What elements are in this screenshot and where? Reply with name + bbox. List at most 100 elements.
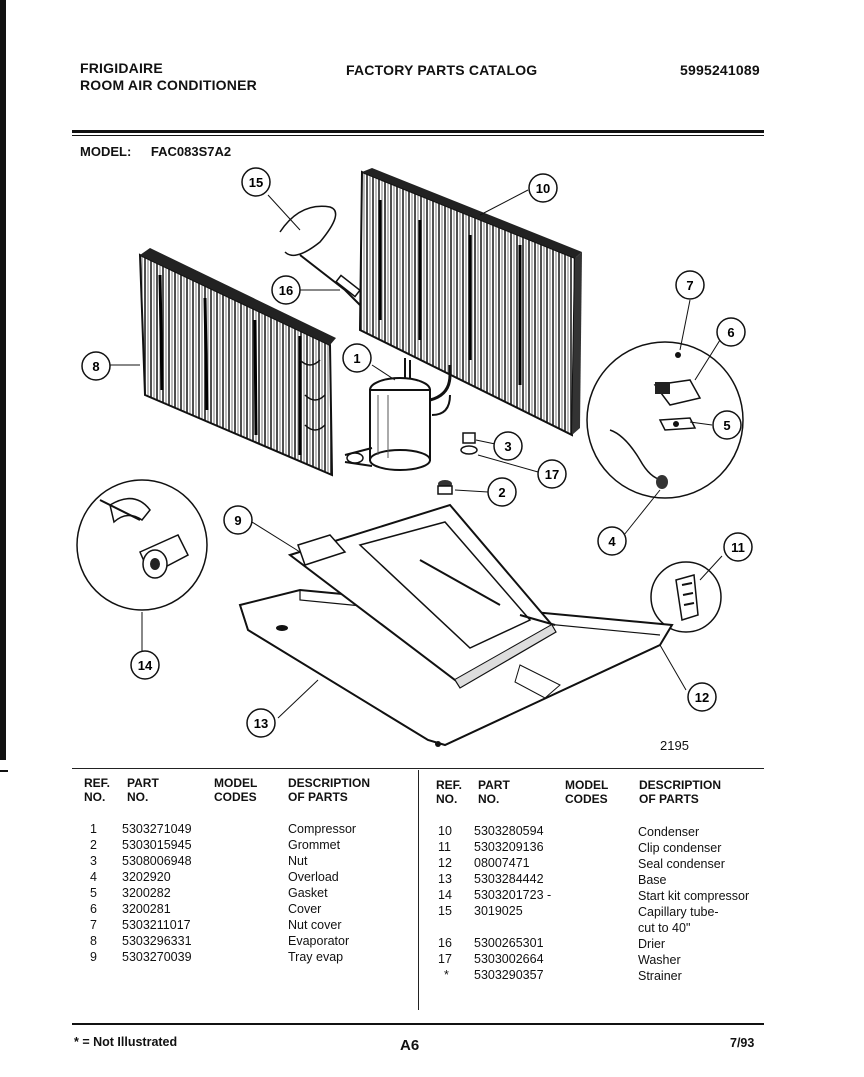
- callout-11-label: 11: [731, 540, 745, 555]
- left-part-8: 5303296331: [122, 934, 192, 948]
- right-desc-1: Condenser: [638, 825, 700, 839]
- callout-14-label: 14: [138, 658, 153, 673]
- header-part: PART NO.: [127, 776, 159, 804]
- right-desc-8: Washer: [638, 953, 681, 967]
- callout-16: 16: [271, 275, 301, 305]
- callout-4: 4: [597, 526, 627, 556]
- left-desc-1: Compressor: [288, 822, 357, 836]
- callout-1-label: 1: [353, 351, 360, 366]
- left-desc-5: Gasket: [288, 886, 328, 900]
- header-desc-line2: OF PARTS: [288, 790, 348, 804]
- header-part-right: PART NO.: [478, 778, 510, 806]
- right-ref-4: 13: [438, 872, 452, 886]
- product-type: ROOM AIR CONDITIONER: [80, 77, 257, 93]
- right-part-6: 3019025: [474, 904, 523, 918]
- callout-2: 2: [487, 477, 517, 507]
- right-ref-6: 15: [438, 904, 452, 918]
- left-ref-5: 5: [90, 886, 97, 900]
- right-part-3: 08007471: [474, 856, 530, 870]
- left-part-4: 3202920: [122, 870, 171, 884]
- header-desc-right-line1: DESCRIPTION: [639, 778, 722, 792]
- figure-number: 2195: [660, 738, 689, 753]
- right-part-7: 5300265301: [474, 936, 544, 950]
- callout-17: 17: [537, 459, 567, 489]
- brand-name: FRIGIDAIRE: [80, 60, 163, 76]
- condenser-coil: [358, 168, 582, 437]
- callout-10: 10: [528, 173, 558, 203]
- document-number: 5995241089: [680, 62, 760, 78]
- callout-15-label: 15: [249, 175, 263, 190]
- header-ref-right-line2: NO.: [436, 792, 458, 806]
- header-model: MODEL CODES: [214, 776, 257, 804]
- left-part-3: 5308006948: [122, 854, 192, 868]
- header-part-right-line1: PART: [478, 778, 510, 792]
- callout-4-label: 4: [608, 534, 616, 549]
- right-desc-6-cont: cut to 40": [638, 921, 691, 935]
- header-ref-right-line1: REF.: [436, 778, 463, 792]
- brand-block: FRIGIDAIRE ROOM AIR CONDITIONER: [80, 60, 257, 94]
- header-part-line2: NO.: [127, 790, 149, 804]
- left-ref-1: 1: [90, 822, 97, 836]
- right-desc-2: Clip condenser: [638, 841, 722, 855]
- header-ref-line2: NO.: [84, 790, 106, 804]
- callout-1: 1: [342, 343, 372, 373]
- start-kit-detail: [76, 479, 208, 611]
- right-ref-7: 16: [438, 936, 452, 950]
- header-description-right: DESCRIPTION OF PARTS: [639, 778, 721, 806]
- callout-11: 11: [723, 532, 753, 562]
- callout-8-label: 8: [92, 359, 99, 374]
- model-line: MODEL: FAC083S7A2: [80, 144, 247, 159]
- revision-date: 7/93: [730, 1036, 755, 1050]
- left-ref-7: 7: [90, 918, 97, 932]
- left-ref-6: 6: [90, 902, 97, 916]
- left-desc-8: Evaporator: [288, 934, 350, 948]
- header-rule: [72, 130, 764, 133]
- capillary-tube-and-drier: [279, 205, 361, 306]
- callout-6-label: 6: [727, 325, 734, 340]
- callout-7: 7: [675, 270, 705, 300]
- callout-7-label: 7: [686, 278, 693, 293]
- header-rule-thin: [72, 135, 764, 136]
- left-part-9: 5303270039: [122, 950, 192, 964]
- header-part-line1: PART: [127, 776, 159, 790]
- left-part-7: 5303211017: [122, 918, 191, 932]
- right-desc-3: Seal condenser: [638, 857, 725, 871]
- left-desc-9: Tray evap: [288, 950, 344, 964]
- overload-detail: [586, 341, 744, 499]
- callout-16-label: 16: [279, 283, 293, 298]
- footer-rule: [72, 1023, 764, 1025]
- callout-17-label: 17: [545, 467, 559, 482]
- scan-mark: [0, 770, 8, 772]
- right-ref-8: 17: [438, 952, 452, 966]
- right-ref-2: 11: [438, 840, 451, 854]
- right-ref-3: 12: [438, 856, 452, 870]
- catalog-title: FACTORY PARTS CATALOG: [346, 62, 538, 78]
- evaporator-tray: [287, 503, 557, 689]
- left-part-1: 5303271049: [122, 822, 192, 836]
- left-desc-6: Cover: [288, 902, 322, 916]
- scan-edge: [0, 0, 6, 760]
- header-description: DESCRIPTION OF PARTS: [288, 776, 370, 804]
- header-ref-right: REF. NO.: [436, 778, 462, 806]
- header-ref: REF. NO.: [84, 776, 110, 804]
- callout-5-label: 5: [723, 418, 730, 433]
- not-illustrated-note: * = Not Illustrated: [74, 1035, 178, 1049]
- left-desc-7: Nut cover: [288, 918, 342, 932]
- callout-9-label: 9: [234, 513, 241, 528]
- header-model-right: MODEL CODES: [565, 778, 608, 806]
- right-part-2: 5303209136: [474, 840, 544, 854]
- left-desc-2: Grommet: [288, 838, 341, 852]
- callout-3-label: 3: [504, 439, 511, 454]
- header-desc-right-line2: OF PARTS: [639, 792, 699, 806]
- header-ref-line1: REF.: [84, 776, 111, 790]
- header-part-right-line2: NO.: [478, 792, 500, 806]
- left-part-5: 3200282: [122, 886, 171, 900]
- callout-3: 3: [493, 431, 523, 461]
- callout-2-label: 2: [498, 485, 505, 500]
- right-part-8: 5303002664: [474, 952, 544, 966]
- right-desc-9: Strainer: [638, 969, 682, 983]
- callout-10-label: 10: [536, 181, 550, 196]
- right-part-1: 5303280594: [474, 824, 544, 838]
- header-model-line2: CODES: [214, 790, 257, 804]
- right-desc-4: Base: [638, 873, 667, 887]
